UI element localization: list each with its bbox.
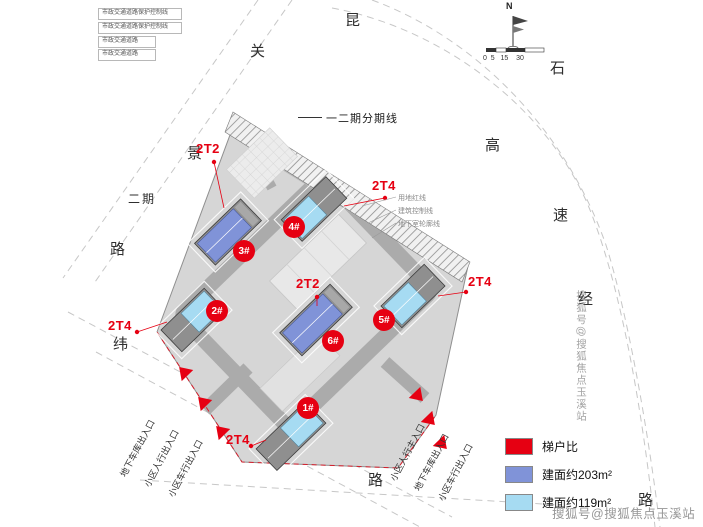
road-label-su: 速 <box>553 207 569 224</box>
road-label-lu-south: 路 <box>368 472 384 489</box>
context-road-lines <box>62 0 661 527</box>
road-label-gao: 高 <box>485 137 501 154</box>
type-label-5: 2T4 <box>468 274 492 289</box>
callout-red-line: 用地红线 <box>398 195 426 202</box>
road-label-lu-southeast: 路 <box>638 492 654 509</box>
type-label-leaders <box>134 159 469 449</box>
note-box: 市政交通道路 <box>98 49 156 61</box>
north-compass-icon <box>507 16 528 50</box>
phase-divider-label: 一二期分期线 <box>326 113 398 125</box>
building-badge-4: 4# <box>283 216 305 238</box>
phase-line-tick <box>298 117 322 118</box>
callout-building-control-line: 建筑控制线 <box>398 208 433 215</box>
road-label-wei: 纬 <box>113 336 129 353</box>
phase2-label: 二期 <box>128 192 157 206</box>
watermark-horizontal: 搜狐号@搜狐焦点玉溪站 <box>552 507 696 521</box>
type-label-4: 2T4 <box>372 178 396 193</box>
north-label: N <box>506 1 513 11</box>
building-badge-2: 2# <box>206 300 228 322</box>
road-label-jing-scenic: 景 <box>187 145 203 162</box>
legend-item-ratio: 梯户比 <box>505 438 578 455</box>
callout-leaders <box>361 196 397 239</box>
building-badge-5: 5# <box>373 309 395 331</box>
legend-swatch-periwinkle <box>505 466 533 483</box>
road-label-shi: 石 <box>550 60 566 77</box>
building-badge-6: 6# <box>322 330 344 352</box>
type-label-6: 2T2 <box>296 276 320 291</box>
road-label-guan: 关 <box>250 43 266 60</box>
red-boundary-line <box>156 331 437 469</box>
paved-plazas <box>226 127 367 412</box>
building-badge-1: 1# <box>297 397 319 419</box>
watermark-vertical: 搜狐号@搜狐焦点玉溪站 <box>575 290 587 423</box>
scale-bar <box>486 47 545 53</box>
road-label-jing-east: 经 <box>578 291 594 308</box>
entrance-markers <box>179 366 447 450</box>
note-box: 市政交通道路 <box>98 36 156 48</box>
legend-label: 梯户比 <box>542 440 579 454</box>
note-box: 市政交通道路保护控制线 <box>98 8 182 20</box>
building-5 <box>373 256 453 336</box>
road-label-lu-west: 路 <box>110 241 126 258</box>
legend-label: 建面约203m² <box>542 468 613 482</box>
type-label-1: 2T4 <box>226 432 250 447</box>
legend-swatch-lightblue <box>505 494 533 511</box>
legend-swatch-red <box>505 438 533 455</box>
type-label-2: 2T4 <box>108 318 132 333</box>
legend-item-203: 建面约203m² <box>505 466 612 483</box>
callout-basement-outline: 地下室轮廓线 <box>398 221 440 228</box>
legend-item-119: 建面约119m² <box>505 494 611 511</box>
road-label-kun: 昆 <box>345 12 361 29</box>
scale-numbers: 0 5 15 30 <box>483 55 524 62</box>
building-badge-3: 3# <box>233 240 255 262</box>
note-box: 市政交通道路保护控制线 <box>98 22 182 34</box>
legend-label: 建面约119m² <box>542 496 612 510</box>
type-label-3: 2T2 <box>196 141 220 156</box>
